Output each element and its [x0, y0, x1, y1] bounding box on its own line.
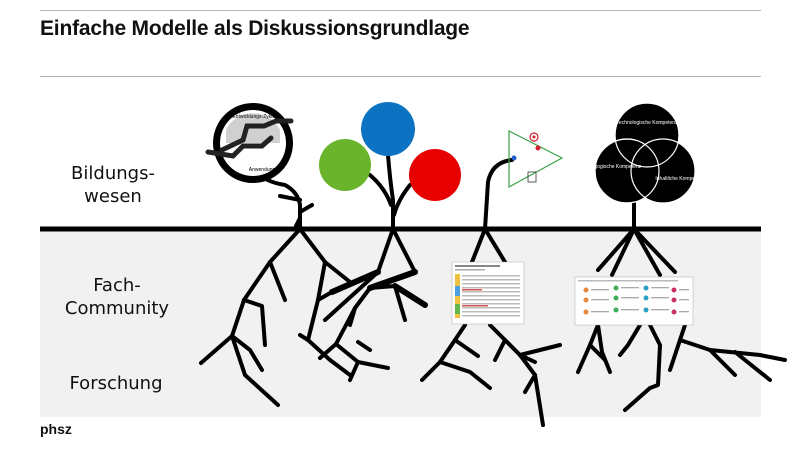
circle-green — [319, 139, 371, 191]
document-thumbnail-2 — [574, 276, 694, 326]
label-bildungswesen-line1: Bildungs- — [71, 163, 155, 184]
label-bildungswesen: Bildungs- wesen — [48, 162, 178, 208]
footer-logo-text: phsz — [40, 421, 72, 437]
tree-cycle — [199, 168, 352, 407]
title-rule — [40, 76, 761, 77]
label-fach-line1: Fach- — [93, 275, 141, 296]
triangle-model-icon — [508, 130, 564, 189]
circle-red — [409, 149, 461, 201]
tree-triangle — [420, 158, 562, 427]
label-bildungswesen-line2: wesen — [84, 186, 142, 207]
tpack-top-text: Technologische Kompetenz — [616, 120, 678, 126]
top-rule — [40, 10, 761, 11]
page-title: Einfache Modelle als Diskussionsgrundlag… — [40, 17, 470, 40]
tree-tpack — [576, 190, 787, 412]
label-forschung: Forschung — [69, 373, 163, 394]
label-fach-community: Fach- Community — [42, 274, 192, 320]
label-fach-line2: Community — [64, 298, 170, 319]
tpack-right-text: Inhaltliche Kompetenz — [655, 176, 705, 182]
cycle-bottom-text: Anwendung — [249, 167, 276, 173]
document-thumbnail-1 — [451, 261, 525, 325]
tpack-left-text: Pädagogische Kompetenz — [583, 164, 642, 170]
tpack-model-icon: Technologische Kompetenz Pädagogische Ko… — [583, 102, 705, 204]
circle-blue — [361, 102, 415, 156]
cycle-top-text: Entwicklungs-Zyklus — [232, 114, 278, 120]
cycle-model-icon: Entwicklungs-Zyklus Anwendung — [205, 103, 294, 183]
